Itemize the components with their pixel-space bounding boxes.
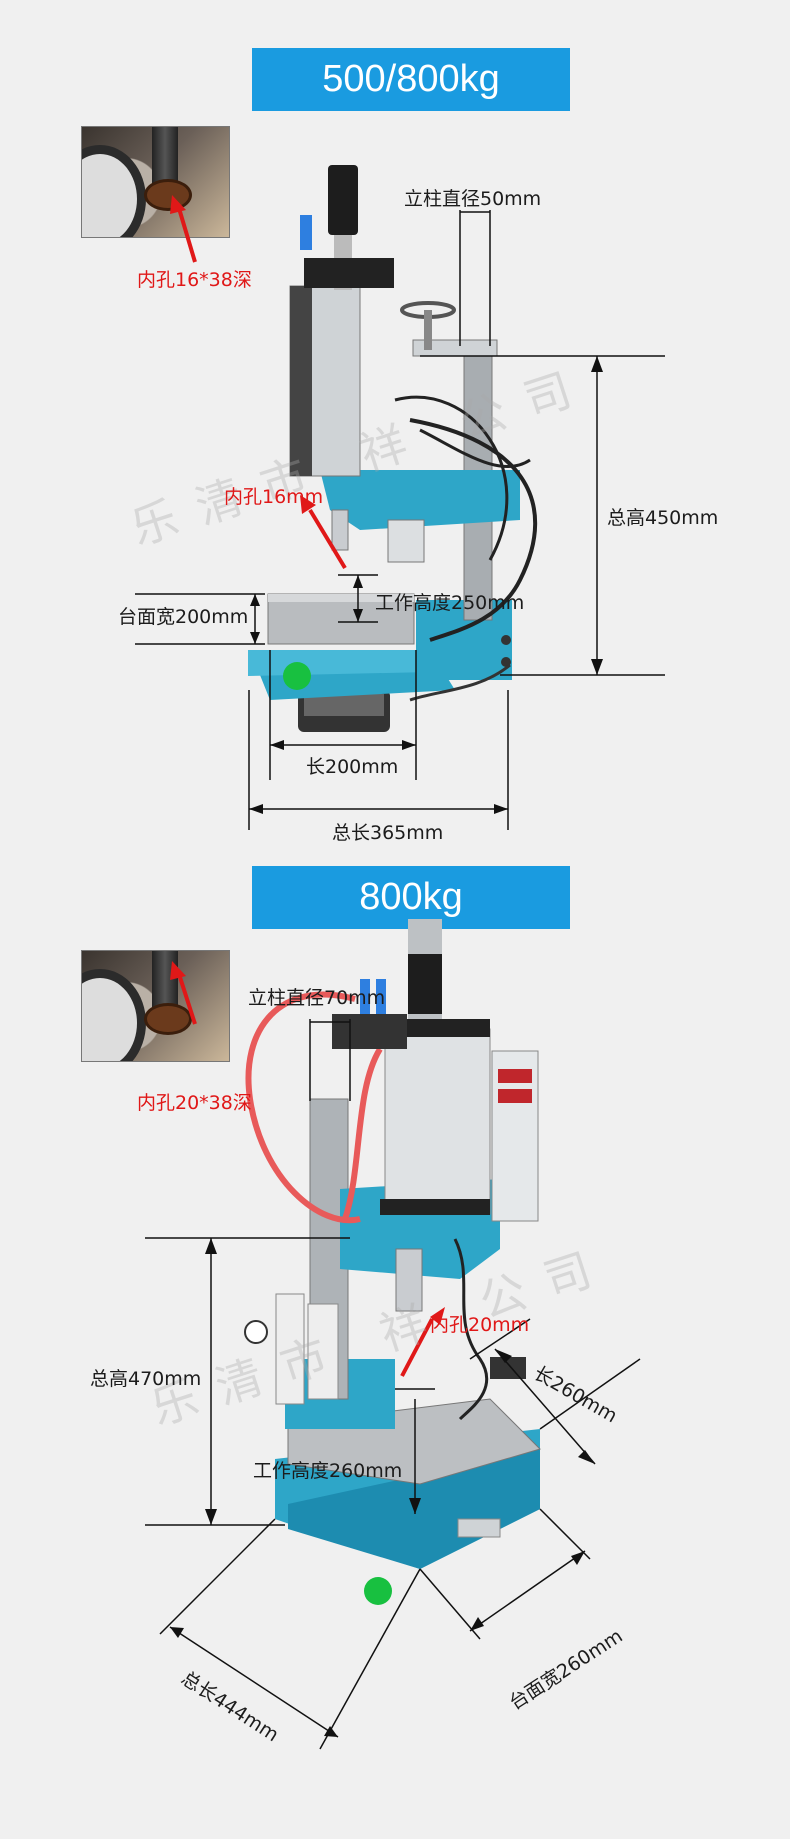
machine-diagram-2	[145, 919, 641, 1750]
label-total-height-1: 总高450mm	[607, 507, 719, 529]
dimension-lines-2	[145, 1019, 641, 1750]
cylinder-2	[384, 1028, 491, 1215]
inner-hole-detail-image	[81, 126, 230, 238]
label-total-height-2: 总高470mm	[90, 1368, 202, 1390]
machine-diagram-1	[135, 165, 665, 830]
inner-hole-detail-image-2	[81, 950, 230, 1062]
ram	[331, 509, 349, 551]
label-table-width-1: 台面宽200mm	[118, 606, 249, 628]
green-button	[283, 662, 311, 690]
ram-2	[395, 1248, 423, 1312]
label-inner-hole-detail-2: 内孔20*38深	[137, 1092, 252, 1114]
banner-500-800kg: 500/800kg	[252, 48, 570, 111]
green-button-2	[364, 1577, 392, 1605]
label-length-1: 长200mm	[306, 756, 399, 778]
label-column-diameter-2: 立柱直径70mm	[248, 987, 386, 1009]
label-column-diameter-1: 立柱直径50mm	[404, 188, 542, 210]
filter-regulator	[275, 1293, 305, 1405]
label-working-height-1: 工作高度250mm	[375, 592, 525, 614]
cylinder-top	[328, 165, 358, 235]
machine-head	[320, 470, 520, 530]
air-hose	[245, 991, 361, 1224]
label-inner-hole-detail-1: 内孔16*38深	[137, 269, 252, 291]
label-inner-hole-1: 内孔16mm	[224, 486, 324, 508]
label-working-height-2: 工作高度260mm	[253, 1460, 403, 1482]
label-inner-hole-2: 内孔20mm	[430, 1314, 530, 1336]
label-total-length-1: 总长365mm	[332, 822, 444, 844]
